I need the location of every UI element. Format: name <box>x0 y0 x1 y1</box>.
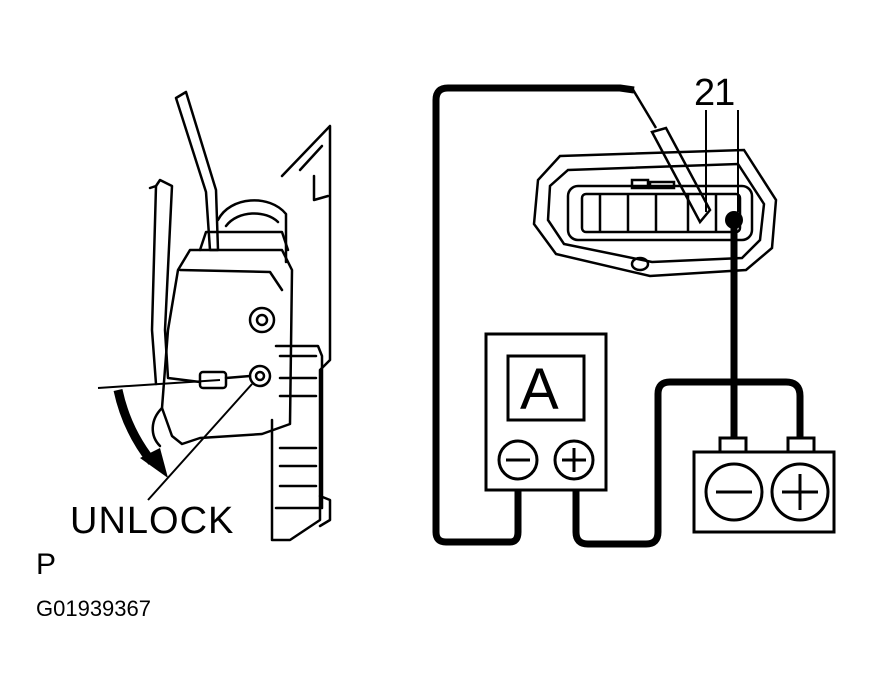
connector <box>532 148 778 278</box>
wire-probe-to-ammeter <box>432 84 635 546</box>
pin-leader-lines <box>705 110 739 212</box>
lock-actuator-assembly <box>148 90 332 542</box>
pin-numbers-label: 21 <box>694 72 735 114</box>
wire-ammeter-to-battery <box>572 378 804 548</box>
pivot-point <box>248 364 272 388</box>
unlock-leader-line <box>147 383 253 501</box>
connector-outer-shell <box>532 148 778 278</box>
battery-positive-terminal <box>770 462 830 522</box>
unlock-label: UNLOCK <box>70 500 235 542</box>
lever-bracket <box>274 344 324 510</box>
position-label: P <box>36 548 57 581</box>
ammeter-positive-terminal <box>553 439 595 481</box>
ammeter <box>484 332 608 492</box>
mounting-plate <box>270 124 332 542</box>
battery <box>692 436 836 534</box>
battery-negative-terminal <box>704 462 764 522</box>
ammeter-label: A <box>520 357 559 422</box>
unlock-arrow <box>97 379 221 478</box>
terminal-2-probe <box>630 87 712 225</box>
connector-terminal-block <box>566 184 754 242</box>
actuator-housing <box>160 248 294 446</box>
ammeter-negative-terminal <box>497 439 539 481</box>
terminal-1 <box>725 211 743 229</box>
actuator-rod <box>174 90 220 252</box>
ammeter-display <box>506 354 586 422</box>
wire-link <box>154 178 202 384</box>
figure-code: G01939367 <box>36 596 151 621</box>
